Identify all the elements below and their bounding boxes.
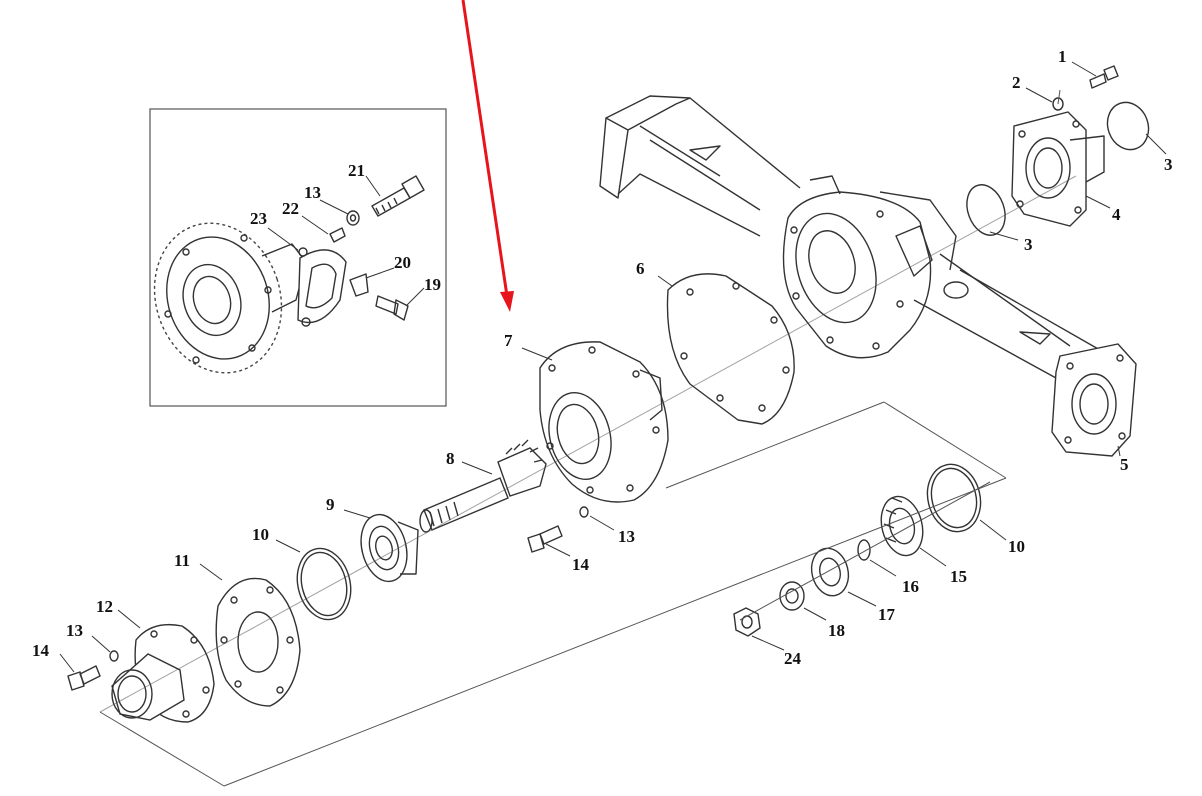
- spacer-18: [779, 581, 827, 621]
- callout-labels: 1 2 3 3 4 5 6 7 8 9 10 10 11 12 13 13 13…: [32, 47, 1173, 668]
- callout-23: 23: [250, 209, 267, 228]
- callout-20: 20: [394, 253, 411, 272]
- callout-16: 16: [902, 577, 919, 596]
- callout-18: 18: [828, 621, 845, 640]
- bearing-9: [343, 509, 419, 583]
- callout-4: 4: [1112, 205, 1121, 224]
- seal-17: [810, 547, 877, 607]
- assembly-axis-lines: [99, 175, 1077, 787]
- inset-detail-box: [149, 108, 447, 407]
- callout-11: 11: [174, 551, 190, 570]
- gasket-11: [199, 563, 301, 707]
- callout-10-left: 10: [252, 525, 269, 544]
- callout-19: 19: [424, 275, 441, 294]
- callout-24: 24: [784, 649, 802, 668]
- callout-15: 15: [950, 567, 967, 586]
- callout-14-left: 14: [32, 641, 50, 660]
- callout-21: 21: [348, 161, 365, 180]
- callout-9: 9: [326, 495, 335, 514]
- highlight-arrow: [461, 0, 514, 312]
- callout-12: 12: [96, 597, 113, 616]
- callout-22: 22: [282, 199, 299, 218]
- callout-3-lower: 3: [1024, 235, 1033, 254]
- callout-10-right: 10: [1008, 537, 1025, 556]
- pinion-shaft-8: [419, 439, 547, 533]
- snap-ring-16: [857, 539, 897, 577]
- bolt-14-left: [59, 635, 119, 691]
- callout-14-center: 14: [572, 555, 590, 574]
- bearing-15: [880, 495, 947, 567]
- callout-13-inset: 13: [304, 183, 321, 202]
- oring-10-left: [275, 539, 352, 621]
- callout-2: 2: [1012, 73, 1021, 92]
- callout-5: 5: [1120, 455, 1129, 474]
- callout-13-left: 13: [66, 621, 83, 640]
- callout-17: 17: [878, 605, 896, 624]
- callout-6: 6: [636, 259, 645, 278]
- callout-13-center: 13: [618, 527, 635, 546]
- callout-8: 8: [446, 449, 455, 468]
- callout-7: 7: [504, 331, 513, 350]
- oring-10-right: [926, 463, 1007, 541]
- pinion-carrier-7: [521, 341, 669, 503]
- callout-3-upper: 3: [1164, 155, 1173, 174]
- callout-1: 1: [1058, 47, 1067, 66]
- bolt-14-center: [527, 506, 615, 557]
- flange-12: [111, 609, 215, 723]
- nut-24: [733, 607, 785, 651]
- right-side-parts: [966, 61, 1167, 457]
- gasket-6: [657, 273, 795, 425]
